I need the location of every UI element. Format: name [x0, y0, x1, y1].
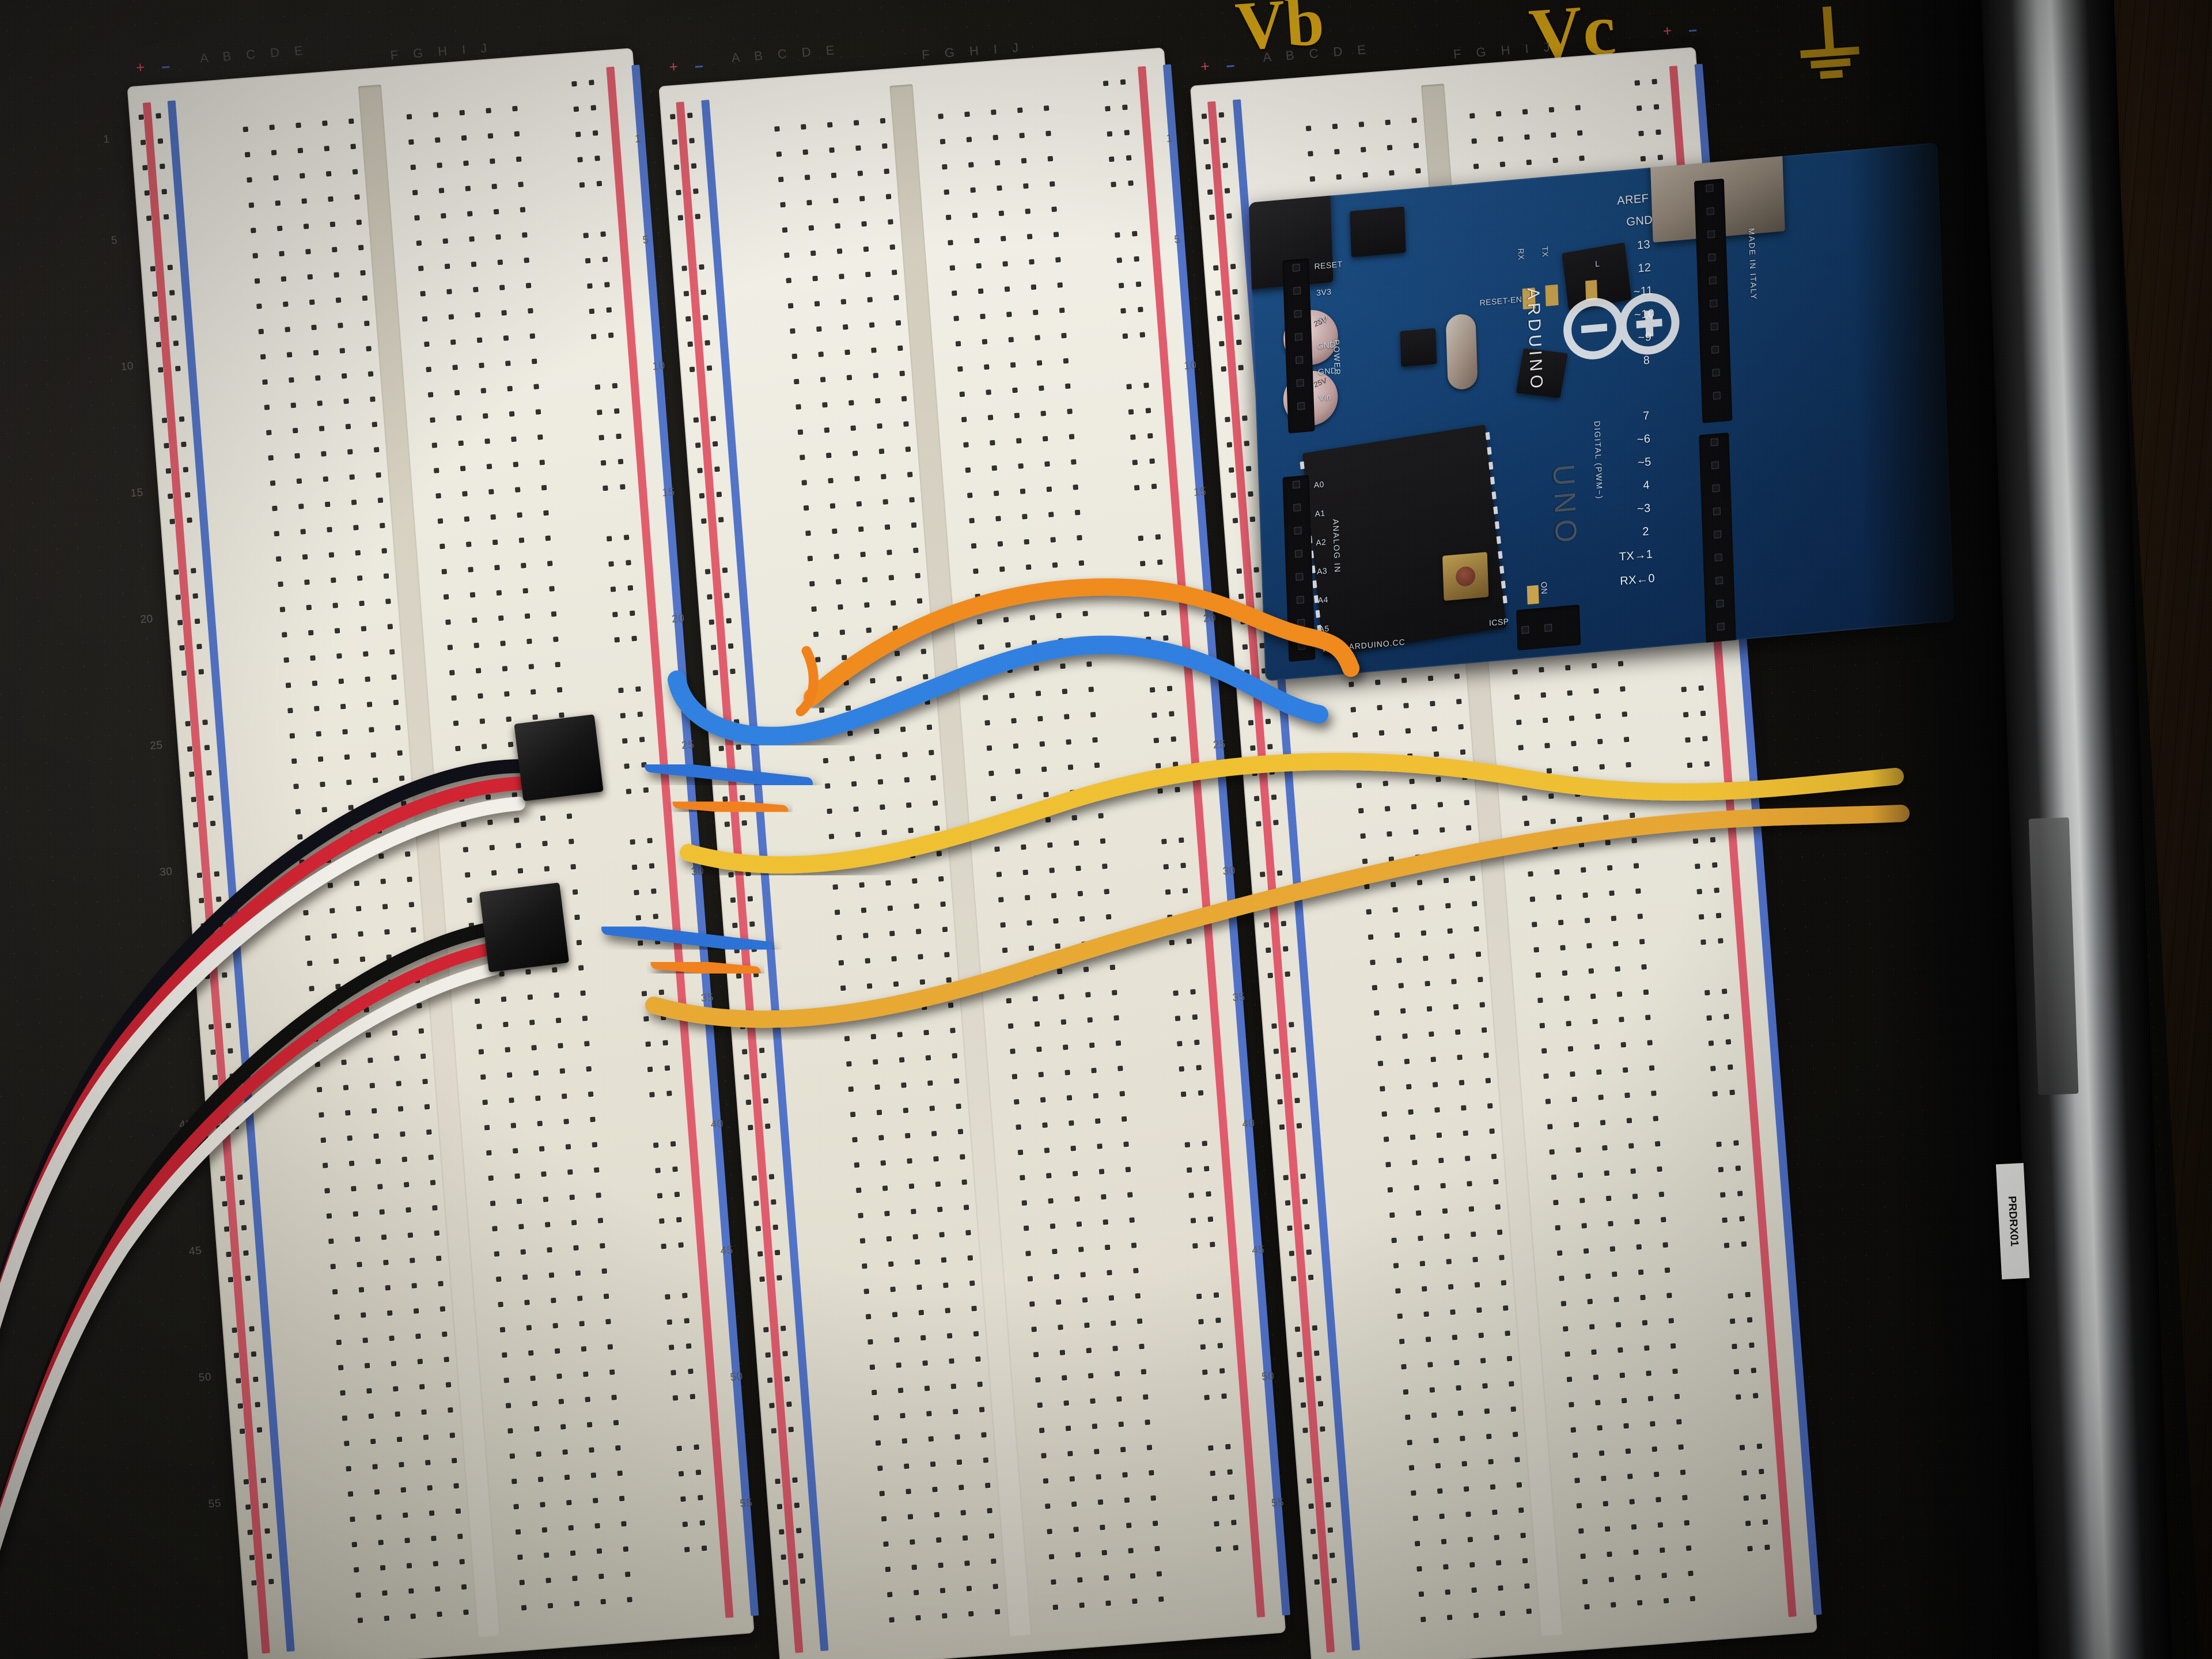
row-number: 50 [1261, 1370, 1275, 1384]
row-number: 1 [634, 132, 642, 146]
pin-tx1-label: TX→1 [1619, 548, 1653, 564]
crystal-oscillator [1445, 313, 1478, 391]
gnd-pin-label: GND [1626, 213, 1653, 229]
row-number: 30 [691, 865, 704, 878]
soic-chip [1400, 328, 1437, 367]
row-number: 50 [198, 1371, 212, 1384]
row-number: 20 [1203, 612, 1217, 625]
aref-pin-label: AREF [1616, 192, 1649, 208]
arduino-infinity-logo [1557, 281, 1686, 372]
arduino-uno-wordmark: UNO [1546, 463, 1583, 550]
row-number: 10 [1183, 359, 1198, 373]
rx-label: RX [1516, 248, 1526, 261]
digital-header-label: DIGITAL (PWM~) [1592, 421, 1605, 501]
arduino-wordmark: ARDUINO [1523, 287, 1546, 393]
rail-minus-label-2: − [694, 57, 704, 75]
rail-minus-label-3: − [1225, 57, 1236, 75]
pin-3-label: ~3 [1637, 502, 1651, 516]
header-connector-lower[interactable] [479, 882, 570, 973]
tx-label: TX [1540, 245, 1550, 258]
row-number: 5 [111, 234, 118, 247]
row-number: 50 [729, 1370, 744, 1384]
row-number: 35 [169, 991, 183, 1005]
on-led-label: ON [1539, 581, 1550, 595]
row-number: 10 [120, 360, 134, 373]
row-number: 40 [179, 1118, 192, 1131]
voltage-regulator [1350, 206, 1406, 257]
breadboard-left [127, 48, 755, 1659]
pin-rx0-label: RX←0 [1619, 571, 1656, 588]
row-number: 5 [642, 233, 650, 247]
row-number: 10 [652, 359, 666, 373]
reset-button[interactable] [1442, 552, 1489, 601]
pin-4-label: 4 [1643, 479, 1650, 493]
row-number: 40 [1241, 1117, 1256, 1131]
rail-minus-label-4: − [1687, 21, 1698, 40]
made-in-italy-label: MADE IN ITALY [1747, 228, 1759, 301]
pin-a4-label: A4 [1317, 594, 1329, 605]
reset-button-cap[interactable] [1455, 566, 1476, 588]
row-number: 55 [207, 1497, 222, 1511]
pin-a2-label: A2 [1316, 537, 1327, 548]
pin-5v-label: 5V [1317, 314, 1328, 325]
row-number: 35 [700, 991, 714, 1005]
arduino-uno-board[interactable]: A1 47 25V A1 47 25V AREF GND [1248, 142, 1955, 681]
column-labels-left-2: A B C D E [730, 42, 841, 65]
row-number: 25 [149, 739, 164, 752]
row-number: 30 [1222, 865, 1236, 878]
pin-5-label: ~5 [1637, 455, 1652, 469]
reset-pin-label: RESET [1314, 259, 1343, 271]
header-connector-upper[interactable] [514, 714, 604, 802]
row-number: 45 [1251, 1244, 1266, 1257]
pin-7-label: 7 [1642, 409, 1650, 423]
row-number: 1 [103, 133, 111, 146]
row-number: 5 [1173, 233, 1181, 246]
pin-a3-label: A3 [1316, 566, 1328, 577]
pin-13-label: 13 [1637, 238, 1651, 252]
l-led-label: L [1594, 259, 1600, 268]
device-sticker-text: PRDRX01 [2005, 1195, 2021, 1247]
pin-12-label: 12 [1637, 261, 1652, 275]
pin-6-label: ~6 [1637, 432, 1651, 446]
rail-plus-label-3: + [1200, 57, 1210, 75]
pin-2-label: 2 [1642, 525, 1650, 539]
row-number: 15 [130, 486, 144, 500]
power-header[interactable] [1282, 258, 1315, 434]
row-number: 20 [139, 612, 154, 626]
row-number: 25 [1212, 738, 1226, 752]
row-number: 35 [1232, 991, 1246, 1005]
row-number: 45 [188, 1244, 202, 1258]
pin-a0-label: A0 [1313, 479, 1325, 490]
breadboard-middle [658, 47, 1286, 1659]
digital-header-lower[interactable] [1699, 432, 1737, 654]
power-led [1527, 585, 1539, 605]
analog-header-label: ANALOG IN [1331, 518, 1343, 574]
rail-plus-label-2: + [668, 58, 679, 76]
icsp-header[interactable] [1516, 604, 1581, 651]
pin-a5-label: A5 [1319, 623, 1330, 634]
row-number: 40 [710, 1118, 724, 1131]
reset-en-label: RESET-EN [1479, 294, 1522, 308]
row-number: 15 [661, 486, 676, 499]
row-number: 20 [671, 612, 685, 626]
row-number: 55 [739, 1497, 753, 1510]
row-number: 25 [681, 738, 695, 752]
pin-vin-label: Vin [1319, 392, 1332, 403]
row-number: 1 [1165, 132, 1173, 145]
pin-a1-label: A1 [1315, 508, 1325, 519]
rail-plus-label-1: + [135, 58, 146, 77]
column-labels-left-3: A B C D E [1262, 41, 1372, 65]
rail-plus-label-4: + [1662, 21, 1673, 40]
row-number: 30 [159, 865, 173, 879]
row-number: 15 [1193, 485, 1207, 499]
rail-minus-label-1: − [160, 58, 171, 76]
icsp-label: ICSP [1488, 616, 1509, 628]
column-labels-left-1: A B C D E [199, 43, 309, 66]
pin-3v3-label: 3V3 [1316, 287, 1332, 298]
row-number: 55 [1271, 1496, 1285, 1510]
power-header-label: POWER [1331, 339, 1343, 377]
row-number: 45 [719, 1244, 734, 1257]
